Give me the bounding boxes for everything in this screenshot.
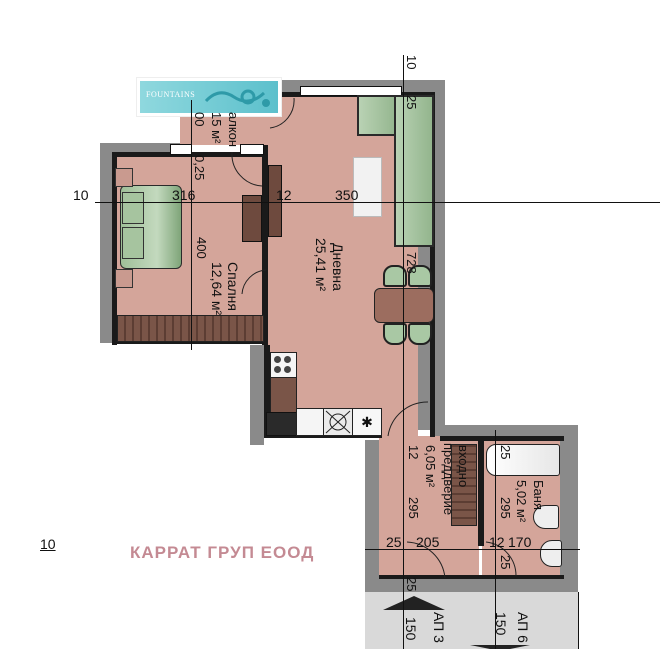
dim-label: 205 <box>416 534 440 550</box>
entrance-arrow-icon <box>470 645 530 649</box>
outer-wall-kitchen-left <box>250 345 264 445</box>
door-entrance-icon <box>406 541 446 579</box>
dim-label: 25 <box>498 555 513 570</box>
room-name-bathroom: Баня <box>531 480 546 510</box>
dim-line-vertical-main <box>403 55 404 649</box>
sink-icon <box>296 408 324 436</box>
room-area-bathroom: 5,02 м² <box>514 480 529 523</box>
pillow-icon <box>122 227 144 259</box>
dim-label: 12 <box>489 534 505 550</box>
room-area-hallway: 6,05 м² <box>423 445 438 488</box>
dim-label: 25 <box>386 534 402 550</box>
neighbor-ap3-label: АП 3 <box>431 612 447 643</box>
wall-right-living <box>430 92 435 437</box>
chair-icon <box>408 265 432 287</box>
wall-bath-top <box>440 436 564 441</box>
wall-bedroom-bottom <box>112 340 267 344</box>
door-bath-icon <box>485 541 517 577</box>
wall-hall-bath <box>478 438 484 546</box>
room-area-living: 25,41 м² <box>313 238 329 292</box>
dim-label: 10 <box>40 536 56 552</box>
dim-label: 12 <box>276 187 292 203</box>
wave-icon <box>204 89 270 107</box>
room-name-balcony: алкон <box>226 112 241 148</box>
dim-label: 350 <box>335 187 359 203</box>
wall-hall-bottom <box>379 575 564 579</box>
coffee-table-icon <box>353 157 382 217</box>
sofa-section <box>394 95 434 247</box>
dim-label: 10 <box>404 55 419 70</box>
chair-icon <box>408 323 432 345</box>
dim-label: 295 <box>406 497 421 519</box>
balcony-window <box>170 144 192 155</box>
dim-label: 150 <box>403 617 419 641</box>
dishwasher-icon <box>323 408 353 436</box>
outer-wall-hall-left <box>365 440 379 590</box>
room-area-balcony: 15 м² <box>209 112 224 144</box>
dining-table-icon <box>374 288 434 323</box>
counter-icon <box>270 377 297 413</box>
door-balcony-icon <box>231 151 263 187</box>
dim-label: 170 <box>508 534 532 550</box>
dim-label: 728 <box>404 252 419 274</box>
wall-bedroom-living <box>262 145 268 345</box>
tv-icon <box>268 165 282 237</box>
bedroom-window-right <box>240 144 264 155</box>
corridor-area <box>365 592 578 649</box>
room-name-bedroom: Спалня <box>225 262 241 311</box>
neighbor-ap6-label: АП 6 <box>515 612 531 643</box>
room-name-hallway-a: входно <box>456 445 471 488</box>
nightstand-icon <box>115 168 133 187</box>
bathtub-icon <box>486 444 560 476</box>
dim-label: 400 <box>194 237 209 259</box>
company-name: КАРРАТ ГРУП ЕООД <box>130 543 315 562</box>
dim-line-vertical-bath <box>495 430 496 649</box>
tv-unit-icon <box>242 195 262 242</box>
outer-wall-bath-top <box>430 425 578 439</box>
dim-label: 25 <box>404 95 419 110</box>
dim-label: 0,25 <box>192 155 207 181</box>
fridge-icon <box>266 412 298 436</box>
nightstand-icon <box>115 269 133 288</box>
dim-line-vertical-bedroom <box>191 100 192 350</box>
outer-wall-bottom <box>365 578 578 592</box>
pillow-icon <box>122 192 144 224</box>
dim-label: 295 <box>498 497 513 519</box>
wardrobe-bedroom <box>117 315 264 342</box>
door-hall-icon <box>387 401 429 437</box>
dim-label: 25 <box>404 577 419 592</box>
room-name-hallway-b: преддверие <box>441 443 456 516</box>
living-window-top <box>300 86 402 96</box>
dim-line-horizontal-bottom <box>365 549 580 550</box>
door-living-icon <box>269 97 295 129</box>
wardrobe-hallway <box>451 444 477 526</box>
chair-icon <box>383 265 407 287</box>
dim-line-horizontal-top <box>95 202 660 203</box>
sofa-top-section <box>357 95 399 136</box>
dim-label: 10 <box>73 187 89 203</box>
outer-wall-left-bedroom <box>100 143 114 343</box>
dim-label: 150 <box>493 612 509 636</box>
door-bedroom-icon <box>241 269 267 295</box>
fountains-logo: FOUNTAINS <box>137 78 281 116</box>
dim-label: 12 <box>406 445 421 460</box>
washbasin-icon <box>540 540 562 567</box>
corridor-right-line <box>578 592 579 649</box>
outer-wall-bath <box>560 425 578 590</box>
freezer-icon: ✱ <box>352 408 382 436</box>
room-area-bedroom: 12,64 м² <box>209 262 225 316</box>
wall-kitchen-left <box>264 345 270 435</box>
dim-label: 316 <box>172 187 196 203</box>
dim-label: 25 <box>498 445 513 460</box>
entrance-arrow-icon <box>383 596 445 610</box>
toilet-icon <box>533 505 559 529</box>
room-name-living: Дневна <box>330 243 346 291</box>
wall-bedroom-left <box>112 155 117 345</box>
stove-icon <box>270 352 297 378</box>
logo-text: FOUNTAINS <box>146 90 196 99</box>
dim-label: 00 <box>192 112 207 127</box>
